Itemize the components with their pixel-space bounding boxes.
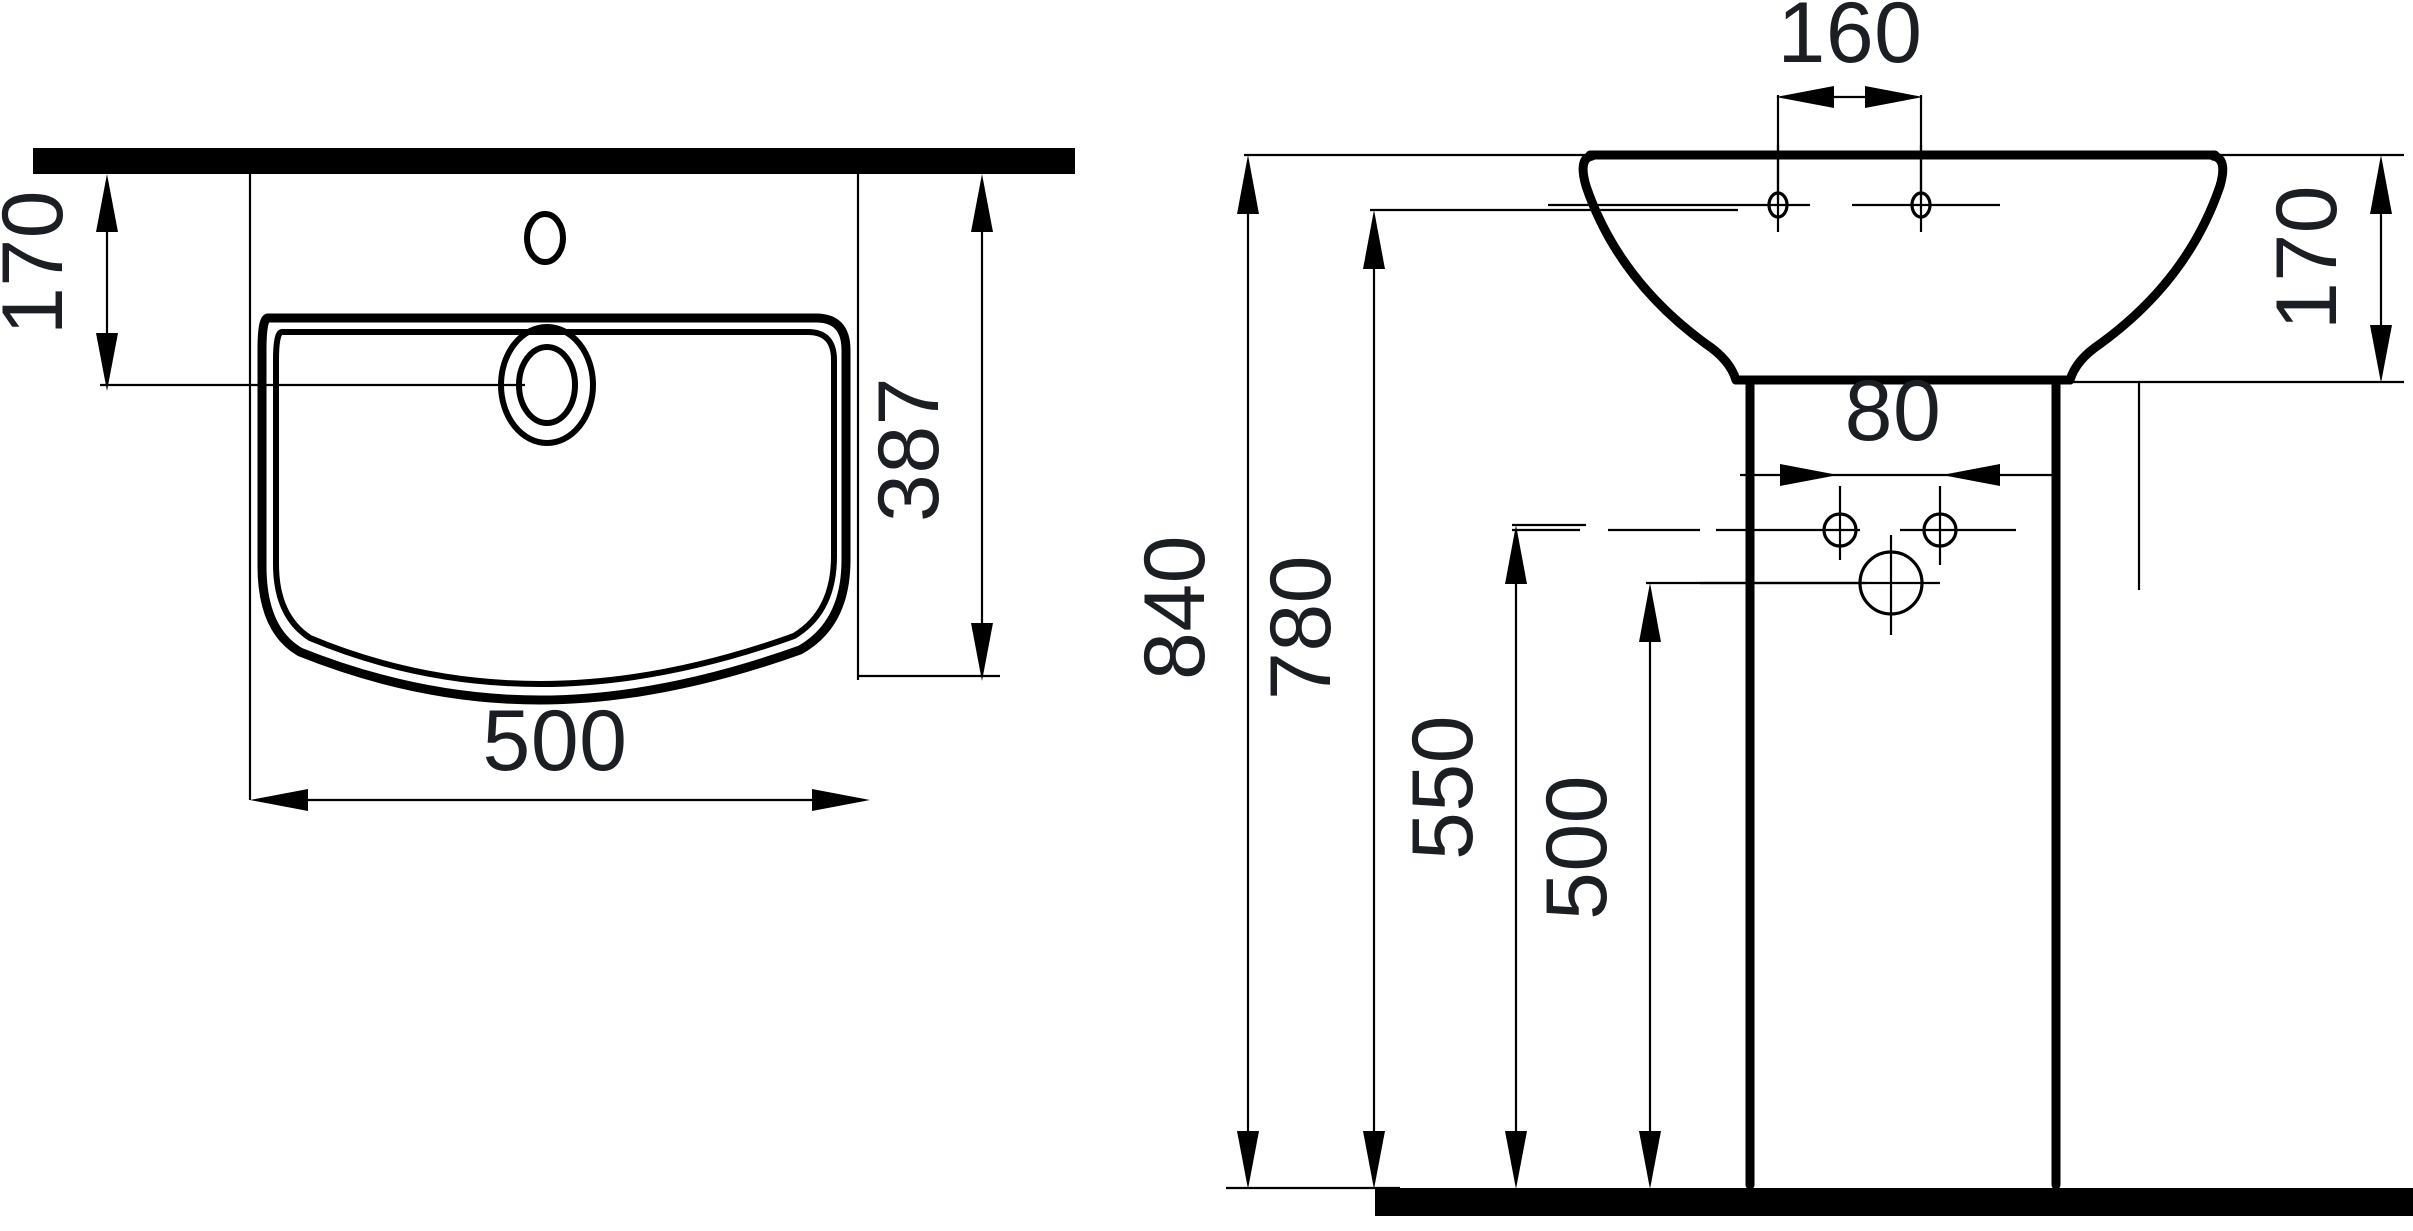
basin-outline-inner [273, 329, 837, 687]
dimension-side-500: 500 [1529, 581, 1866, 1189]
side-view-group: 160 170 [1127, 0, 2413, 1216]
arrowhead-780-down [1363, 1131, 1385, 1189]
arrowhead-500-right [812, 789, 870, 811]
dimension-front-500: 500 [250, 693, 870, 811]
dimension-side-780: 780 [1253, 208, 1738, 1189]
arrowhead-550-up [1505, 525, 1527, 584]
dimension-side-160: 160 [1776, 0, 1923, 200]
arrowhead-500-side-down [1639, 1131, 1661, 1189]
arrowhead-side-170-down [2370, 325, 2392, 383]
waste-outlet-inner-icon [516, 344, 578, 426]
overflow-hole-icon [524, 211, 566, 265]
dimension-side-550: 550 [1395, 523, 1586, 1189]
basin-outline-outer [257, 313, 851, 705]
arrowhead-side-170-up [2370, 155, 2392, 214]
arrowhead-500-side-up [1639, 583, 1661, 642]
arrowhead-387-down [971, 623, 993, 681]
dimension-label-side-780: 780 [1253, 555, 1349, 700]
dimension-side-170: 170 [2137, 155, 2392, 590]
arrowhead-160-right [1865, 86, 1923, 108]
dimension-label-front-170: 170 [0, 190, 81, 335]
arrowhead-500-left [250, 789, 308, 811]
dimension-label-front-500: 500 [483, 693, 628, 789]
wall-line-front [33, 148, 1075, 174]
dimension-side-80: 80 [1740, 363, 2058, 486]
dimension-label-side-80: 80 [1845, 363, 1942, 459]
arrowhead-160-left [1776, 86, 1834, 108]
dimension-label-side-550: 550 [1395, 715, 1491, 860]
bowl-left-wall [1578, 151, 1741, 385]
dimension-front-170: 170 [0, 174, 525, 391]
supply-hole-right-icon [1922, 512, 1958, 548]
arrowhead-387-up [971, 174, 993, 232]
dimension-label-side-840: 840 [1127, 535, 1223, 680]
arrowhead-170-up [96, 174, 118, 232]
dimension-front-387: 387 [858, 174, 1000, 681]
front-view-group: 170 387 500 [0, 148, 1075, 811]
arrowhead-840-down [1237, 1131, 1259, 1189]
arrowhead-80-left [1780, 464, 1838, 486]
pedestal-hole-group [1512, 486, 2016, 635]
bowl-right-wall [2065, 151, 2228, 385]
arrowhead-170-down [96, 333, 118, 391]
arrowhead-550-down [1505, 1131, 1527, 1189]
arrowhead-780-up [1363, 210, 1385, 269]
supply-hole-left-icon [1822, 512, 1858, 548]
dimension-side-840: 840 [1127, 155, 1400, 1190]
dimension-label-side-500: 500 [1529, 775, 1625, 920]
floor-line-bar [1375, 1188, 2413, 1216]
dimension-label-front-387: 387 [861, 377, 957, 522]
arrowhead-80-right [1942, 464, 2000, 486]
arrowhead-840-up [1237, 155, 1259, 214]
dimension-label-side-170: 170 [2259, 185, 2355, 330]
dimension-label-side-160: 160 [1778, 0, 1923, 81]
